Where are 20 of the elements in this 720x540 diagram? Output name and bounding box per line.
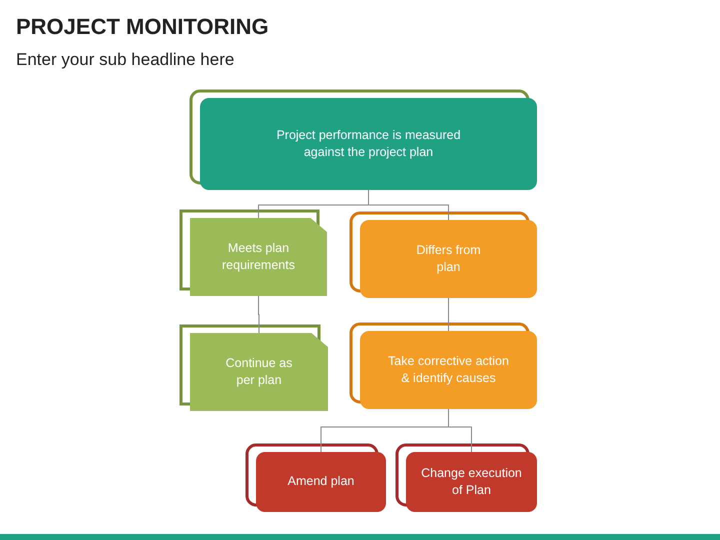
connector-line xyxy=(448,408,472,452)
process-box xyxy=(360,331,537,409)
process-box xyxy=(190,218,327,296)
box-label: Differs from plan xyxy=(415,242,482,276)
box-label: Project performance is measured against the project plan xyxy=(275,126,462,161)
process-box xyxy=(256,452,386,512)
process-box xyxy=(406,452,537,512)
connector-line xyxy=(448,298,449,332)
process-box xyxy=(200,98,537,190)
connector-line xyxy=(368,190,449,220)
process-box xyxy=(360,220,537,298)
subtitle: Enter your sub headline here xyxy=(16,50,234,70)
box-label: Amend plan xyxy=(288,473,354,490)
box-label: Take corrective action & identify causes xyxy=(387,352,510,387)
connector-line xyxy=(258,296,260,334)
process-box xyxy=(190,333,328,411)
box-label: Change execution of Plan xyxy=(420,464,523,499)
box-label: Meets plan requirements xyxy=(221,240,296,274)
box-label: Continue as per plan xyxy=(224,354,294,389)
title: PROJECT MONITORING xyxy=(16,14,269,40)
